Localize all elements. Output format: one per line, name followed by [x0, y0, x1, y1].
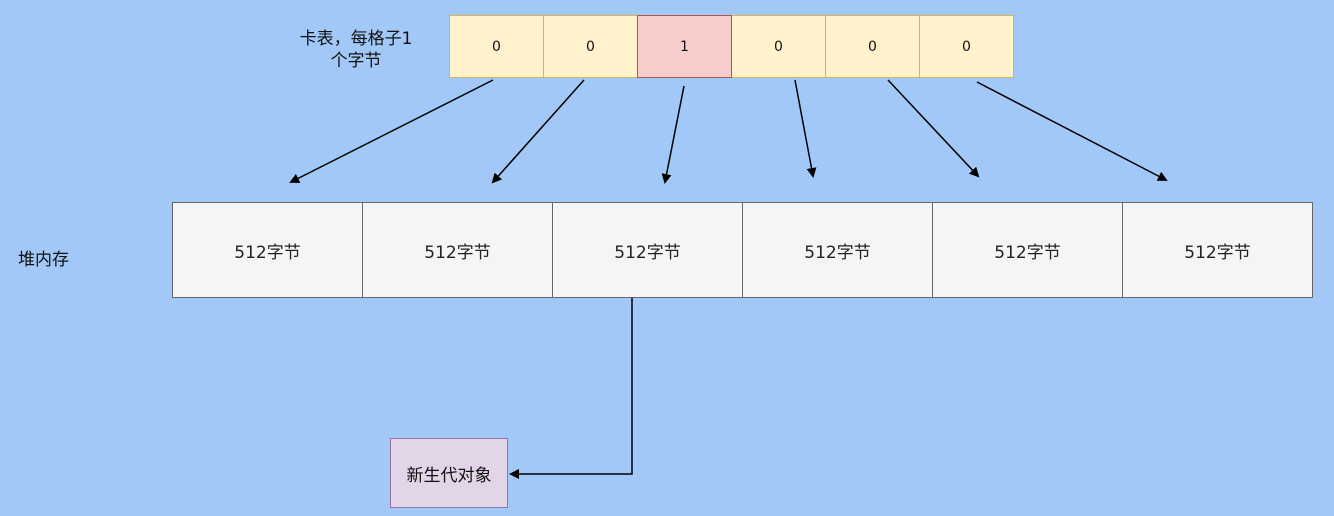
card-cell-1: 0 — [449, 15, 544, 78]
heap-block-2: 512字节 — [362, 202, 553, 298]
arrow-card-1-to-heap-1 — [289, 79, 494, 183]
heap-block-6: 512字节 — [1122, 202, 1313, 298]
arrow-card-5-to-heap-5 — [887, 79, 980, 178]
heap-memory: 512字节 512字节 512字节 512字节 512字节 512字节 — [172, 202, 1313, 298]
card-cell-3-dirty: 1 — [637, 15, 732, 78]
arrow-heap-3-to-young-object — [509, 298, 633, 479]
arrow-card-3-to-heap-3 — [661, 85, 685, 184]
arrow-card-6-to-heap-6 — [976, 81, 1168, 181]
card-table: 0 0 1 0 0 0 — [449, 15, 1014, 78]
heap-block-3: 512字节 — [552, 202, 743, 298]
card-cell-6: 0 — [919, 15, 1014, 78]
card-cell-5: 0 — [825, 15, 920, 78]
heap-block-5: 512字节 — [932, 202, 1123, 298]
arrow-card-2-to-heap-2 — [491, 79, 585, 184]
young-generation-object: 新生代对象 — [390, 438, 508, 508]
heap-memory-label: 堆内存 — [18, 250, 69, 270]
card-table-label: 卡表，每格子1个字节 — [299, 29, 413, 71]
heap-block-1: 512字节 — [172, 202, 363, 298]
arrow-card-4-to-heap-4 — [794, 79, 817, 178]
card-cell-2: 0 — [543, 15, 638, 78]
heap-block-4: 512字节 — [742, 202, 933, 298]
